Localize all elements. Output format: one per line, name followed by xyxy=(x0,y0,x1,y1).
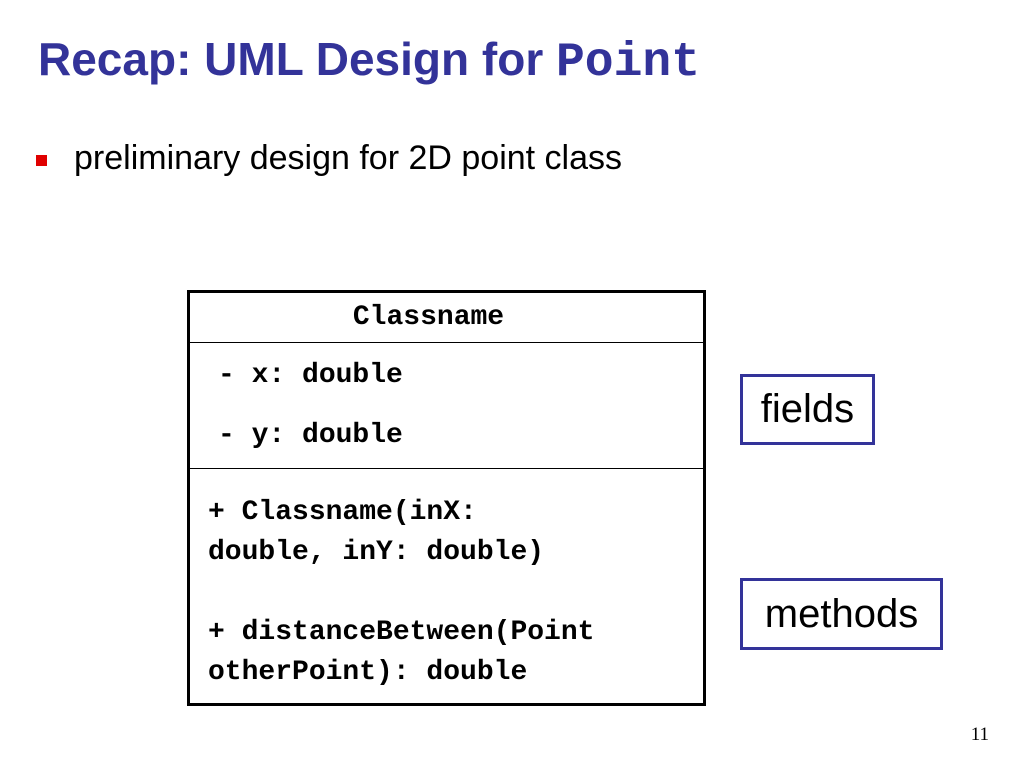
fields-label: fields xyxy=(740,374,875,445)
slide-title-code: Point xyxy=(556,36,701,90)
page-number: 11 xyxy=(970,724,989,745)
bullet-text: preliminary design for 2D point class xyxy=(74,139,623,177)
uml-method-constructor: + Classname(inX: double, inY: double) xyxy=(208,497,545,568)
uml-methods-section: + Classname(inX: double, inY: double) + … xyxy=(190,469,703,693)
slide-title-text: Recap: UML Design for xyxy=(38,33,556,85)
uml-method-distance-between: + distanceBetween(Point otherPoint): dou… xyxy=(208,617,595,688)
uml-field-y: - y: double xyxy=(218,420,403,451)
uml-class-name: Classname xyxy=(190,293,703,343)
uml-fields-section: - x: double - y: double xyxy=(190,343,703,469)
bullet-item: preliminary design for 2D point class xyxy=(36,139,623,177)
uml-field-x: - x: double xyxy=(218,360,403,391)
uml-class-diagram: Classname - x: double - y: double + Clas… xyxy=(187,290,706,706)
square-bullet-icon xyxy=(36,155,47,167)
slide-title: Recap: UML Design for Point xyxy=(38,34,700,90)
methods-label: methods xyxy=(740,578,943,650)
